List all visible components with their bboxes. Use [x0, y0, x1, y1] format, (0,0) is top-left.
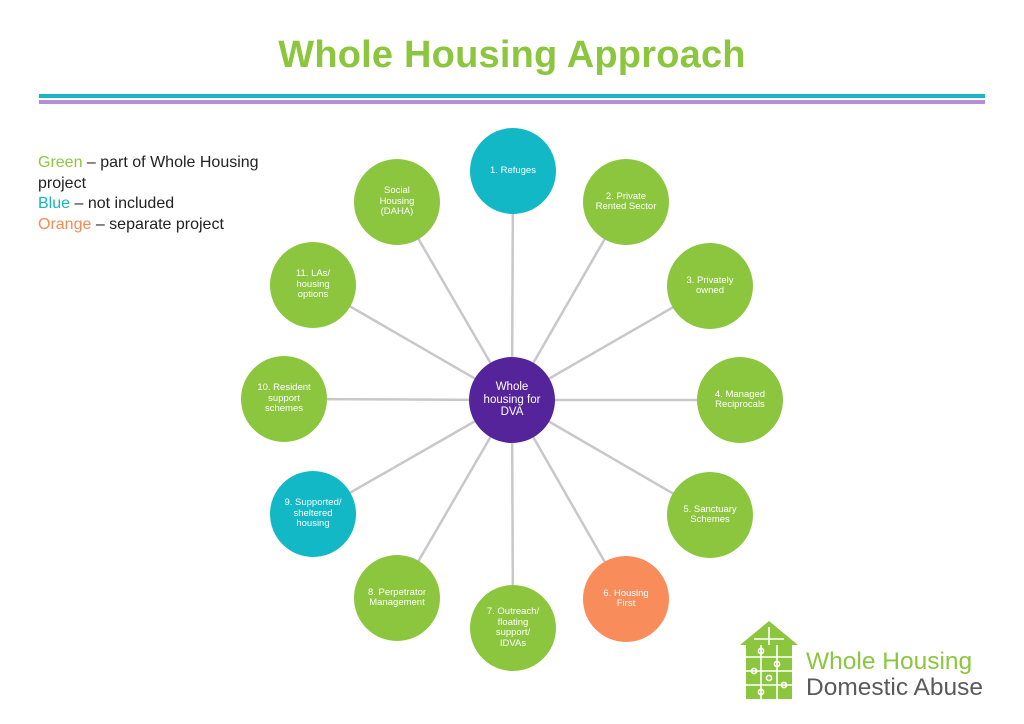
- legend-green: Green – part of Whole Housing project: [38, 153, 268, 194]
- legend-green-text: – part of Whole Housing project: [38, 154, 259, 192]
- node-circle: [270, 471, 356, 557]
- legend-orange-text: – separate project: [91, 215, 224, 233]
- logo-text-line1: Whole Housing: [806, 648, 973, 675]
- page-title: Whole Housing Approach: [278, 34, 746, 76]
- node-circle: [470, 585, 556, 671]
- node-circle: [583, 159, 669, 245]
- title-underline-teal: [39, 94, 985, 98]
- node-circle: [241, 356, 327, 442]
- puzzle-house-icon: [740, 621, 798, 699]
- legend-blue: Blue – not included: [38, 194, 268, 215]
- title-underline-purple: [39, 100, 985, 104]
- legend-orange: Orange – separate project: [38, 215, 268, 236]
- circles-layer: [241, 128, 783, 671]
- legend-orange-word: Orange: [38, 215, 92, 233]
- node-circle: [667, 472, 753, 558]
- color-legend: Green – part of Whole Housing project Bl…: [38, 153, 268, 235]
- node-circle: [354, 555, 440, 641]
- node-circle: [470, 128, 556, 214]
- node-circle: [354, 159, 440, 245]
- node-circle: [270, 242, 356, 328]
- legend-blue-word: Blue: [38, 195, 71, 212]
- node-circle: [697, 357, 783, 443]
- legend-blue-text: – not included: [70, 195, 175, 212]
- legend-green-word: Green: [38, 154, 83, 171]
- node-circle: [583, 556, 669, 642]
- node-circle: [667, 243, 753, 329]
- hub-circle: [469, 357, 555, 443]
- logo-text-line2: Domestic Abuse: [806, 674, 984, 701]
- brand-logo: Whole Housing Domestic Abuse: [740, 621, 1010, 701]
